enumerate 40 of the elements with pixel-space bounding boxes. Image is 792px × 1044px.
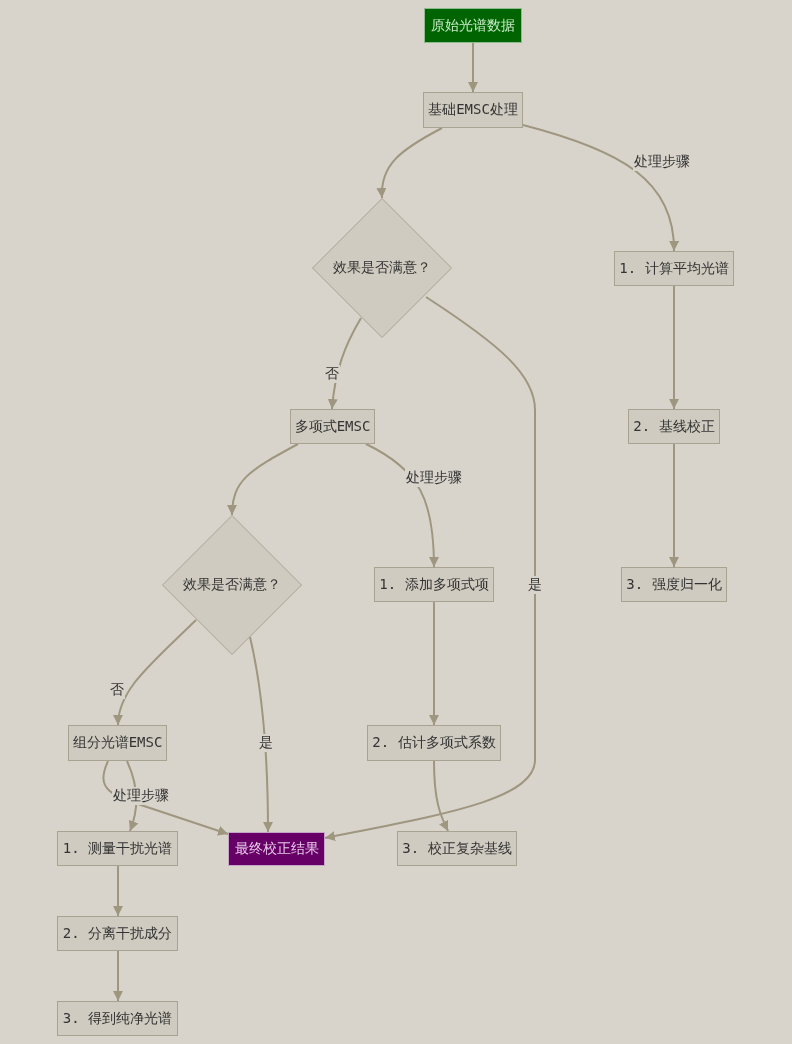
arrow bbox=[113, 619, 197, 726]
edge-label: 处理步骤 bbox=[405, 469, 463, 487]
arrow bbox=[113, 865, 123, 917]
edge-label: 处理步骤 bbox=[633, 153, 691, 171]
process-box: 多项式EMSC bbox=[290, 409, 375, 444]
arrow bbox=[433, 760, 449, 832]
process-box: 1. 测量干扰光谱 bbox=[57, 831, 178, 866]
edge-label: 是 bbox=[258, 734, 274, 752]
process-box: 3. 强度归一化 bbox=[621, 567, 727, 602]
arrow bbox=[327, 317, 362, 410]
process-box: 组分光谱EMSC bbox=[68, 725, 167, 761]
arrow bbox=[669, 285, 679, 410]
question-text: 效果是否满意？ bbox=[332, 259, 432, 277]
arrow bbox=[429, 601, 439, 726]
process-box: 1. 添加多项式项 bbox=[374, 567, 494, 602]
start-box: 原始光谱数据 bbox=[424, 8, 522, 43]
process-box: 2. 分离干扰成分 bbox=[57, 916, 178, 951]
edge-label: 否 bbox=[324, 365, 340, 383]
question-text: 效果是否满意？ bbox=[182, 576, 282, 594]
edge-label: 是 bbox=[527, 576, 543, 594]
process-box: 3. 得到纯净光谱 bbox=[57, 1001, 178, 1036]
process-box: 2. 估计多项式系数 bbox=[367, 725, 501, 761]
arrow bbox=[468, 42, 478, 93]
arrow bbox=[249, 636, 273, 833]
decision-diamond bbox=[312, 198, 452, 338]
arrow bbox=[376, 127, 443, 199]
edge-label: 否 bbox=[109, 681, 125, 699]
process-box: 3. 校正复杂基线 bbox=[397, 831, 517, 866]
process-box: 1. 计算平均光谱 bbox=[614, 251, 734, 286]
arrow bbox=[365, 443, 439, 568]
process-box: 基础EMSC处理 bbox=[423, 92, 523, 128]
process-box: 2. 基线校正 bbox=[628, 409, 720, 444]
decision-diamond bbox=[162, 515, 302, 655]
arrow bbox=[113, 950, 123, 1002]
arrow bbox=[227, 443, 299, 516]
arrow bbox=[324, 296, 536, 841]
edge-label: 处理步骤 bbox=[112, 787, 170, 805]
result-box: 最终校正结果 bbox=[228, 832, 325, 866]
arrow bbox=[522, 124, 679, 252]
arrow bbox=[669, 443, 679, 568]
